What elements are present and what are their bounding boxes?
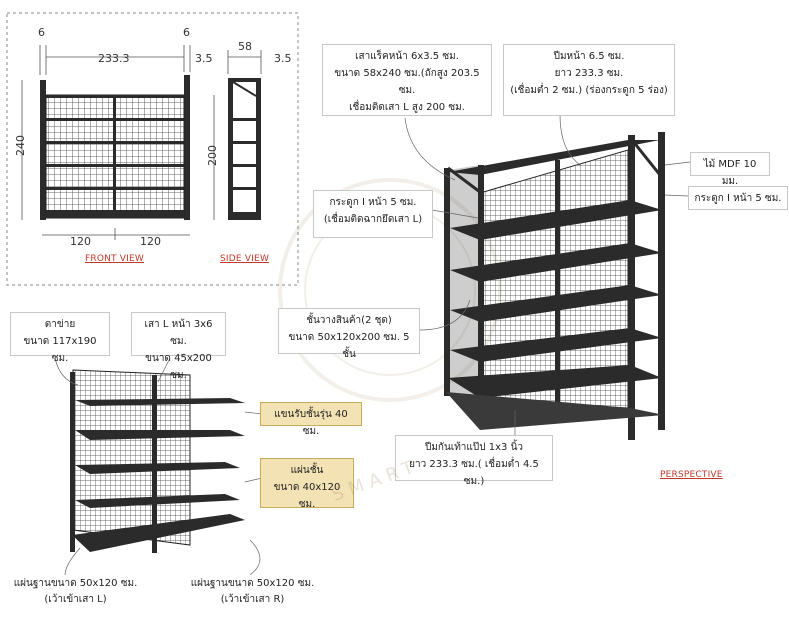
callout-line: แผ่นฐานขนาด 50x120 ซม. bbox=[190, 578, 315, 589]
callout-mdf: ไม้ MDF 10 มม. bbox=[690, 152, 770, 187]
callout-mesh: ตาข่าย ขนาด 117x190 ซม. bbox=[10, 312, 110, 364]
callout-line: ชั้นวางสินค้า(2 ชุด) bbox=[306, 315, 392, 326]
perspective-rack bbox=[444, 132, 665, 440]
callout-i-bone-left: กระดูก I หน้า 5 ซม. (เชื่อมติดฉากยึดเสา … bbox=[313, 190, 433, 238]
dim-side-right-gap: 3.5 bbox=[274, 52, 292, 65]
bay-detail-rack bbox=[70, 369, 245, 553]
dim-front-width: 233.3 bbox=[98, 52, 130, 65]
side-view-drawing bbox=[228, 78, 261, 220]
front-view-dimensions bbox=[21, 45, 191, 240]
callout-base-r: แผ่นฐานขนาด 50x120 ซม. (เว้าเข้าเสา R) bbox=[185, 576, 320, 608]
callout-shelf-plate: แผ่นชั้น ขนาด 40x120 ซม. bbox=[260, 458, 354, 510]
callout-shelf-set: ชั้นวางสินค้า(2 ชุด) ขนาด 50x120x200 ซม.… bbox=[278, 308, 420, 360]
callout-base-l: แผ่นฐานขนาด 50x120 ซม. (เว้าเข้าเสา L) bbox=[8, 576, 143, 608]
front-view-label: FRONT VIEW bbox=[85, 254, 145, 264]
callout-front-post: เสาแร็คหน้า 6x3.5 ซม. ขนาด 58x240 ซม.(ถั… bbox=[322, 44, 492, 116]
dim-left-post: 6 bbox=[38, 26, 45, 39]
callout-bracket: แขนรับชั้นรุ่น 40 ซม. bbox=[260, 402, 362, 437]
perspective-label: PERSPECTIVE bbox=[660, 470, 723, 480]
callout-line: ตาข่าย bbox=[44, 319, 76, 330]
callout-line: ขนาด 117x190 ซม. bbox=[23, 336, 97, 364]
callout-line: ขนาด 45x200 ซม. bbox=[145, 353, 212, 381]
callout-line: ขนาด 40x120 ซม. bbox=[273, 482, 341, 510]
callout-l-post: เสา L หน้า 3x6 ซม. ขนาด 45x200 ซม. bbox=[131, 312, 226, 381]
dim-side-depth: 58 bbox=[238, 40, 252, 53]
dim-bay-left: 120 bbox=[70, 235, 91, 248]
callout-line: กระดูก I หน้า 5 ซม. bbox=[329, 197, 417, 208]
callout-front-rail: ปีมหน้า 6.5 ซม. ยาว 233.3 ซม. (เชื่อมต่ำ… bbox=[503, 44, 675, 116]
callout-line: (เชื่อมต่ำ 2 ซม.) (ร่องกระดูก 5 ร่อง) bbox=[510, 85, 668, 96]
dim-front-height: 240 bbox=[14, 135, 27, 156]
views-frame bbox=[6, 12, 299, 286]
dim-side-height: 200 bbox=[206, 145, 219, 166]
callout-line: ปีมหน้า 6.5 ซม. bbox=[553, 51, 625, 62]
callout-kick-beam: ปีมกันเท้าแป๊ป 1x3 นิ้ว ยาว 233.3 ซม.( เ… bbox=[395, 435, 553, 487]
dim-front-right-gap: 3.5 bbox=[195, 52, 213, 65]
callout-line: เชื่อมติดเสา L สูง 200 ซม. bbox=[349, 102, 465, 113]
dim-bay-right: 120 bbox=[140, 235, 161, 248]
callout-line: ขนาด 50x120x200 ซม. 5 ชั้น bbox=[288, 332, 410, 360]
callout-line: (เชื่อมติดฉากยึดเสา L) bbox=[323, 214, 423, 225]
callout-line: แผ่นชั้น bbox=[290, 465, 324, 476]
callout-line: ปีมกันเท้าแป๊ป 1x3 นิ้ว bbox=[424, 442, 524, 453]
side-view-dimensions bbox=[213, 50, 262, 220]
callout-line: เสา L หน้า 3x6 ซม. bbox=[144, 319, 213, 347]
callout-line: ไม้ MDF 10 มม. bbox=[703, 159, 757, 187]
callout-leaders bbox=[54, 114, 691, 576]
side-view-label: SIDE VIEW bbox=[220, 254, 270, 264]
callout-line: แผ่นฐานขนาด 50x120 ซม. bbox=[13, 578, 138, 589]
callout-i-bone-right: กระดูก I หน้า 5 ซม. bbox=[688, 186, 788, 210]
callout-line: (เว้าเข้าเสา R) bbox=[220, 594, 285, 605]
dim-right-post: 6 bbox=[183, 26, 190, 39]
front-view-drawing bbox=[40, 75, 190, 220]
callout-line: ขนาด 58x240 ซม.(ถักสูง 203.5 ซม. bbox=[334, 68, 480, 96]
callout-line: ยาว 233.3 ซม.( เชื่อมต่ำ 4.5 ซม.) bbox=[409, 459, 539, 487]
callout-line: (เว้าเข้าเสา L) bbox=[44, 594, 107, 605]
callout-line: ยาว 233.3 ซม. bbox=[554, 68, 624, 79]
callout-line: แขนรับชั้นรุ่น 40 ซม. bbox=[274, 409, 348, 437]
callout-line: เสาแร็คหน้า 6x3.5 ซม. bbox=[355, 51, 459, 62]
callout-line: กระดูก I หน้า 5 ซม. bbox=[694, 193, 782, 204]
